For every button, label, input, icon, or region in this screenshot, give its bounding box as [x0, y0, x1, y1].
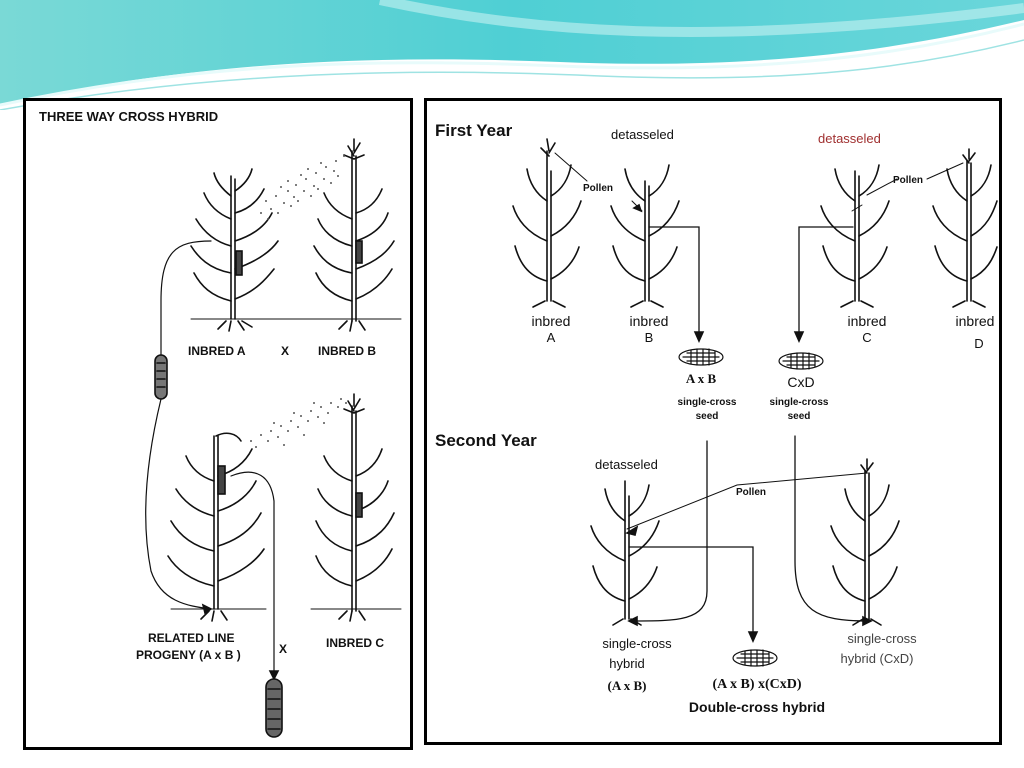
- inbred-c-letter: C: [862, 330, 872, 345]
- inbred-a-letter: A: [546, 330, 556, 345]
- first-year-heading: First Year: [435, 121, 513, 140]
- decorative-banner: [0, 0, 1024, 110]
- plant-inbred-c: [820, 164, 890, 308]
- left-panel-title: THREE WAY CROSS HYBRID: [39, 109, 219, 124]
- seed-icon-cxd: [778, 352, 824, 370]
- plant-inbred-b: [610, 164, 680, 308]
- seed-icon-axb: [678, 348, 724, 366]
- three-way-cross-illustration: [145, 138, 402, 738]
- inbred-c-label: INBRED C: [326, 636, 385, 650]
- pollen-cloud-2: [250, 398, 347, 448]
- related-line-label: RELATED LINE: [148, 631, 235, 645]
- pollen-label-3: Pollen: [736, 487, 767, 498]
- inbred-d-word: inbred: [955, 313, 995, 329]
- detasseled-label-c: detasseled: [818, 131, 881, 146]
- double-cross-illustration: [512, 138, 998, 667]
- inbred-b-label: INBRED B: [318, 344, 377, 358]
- single-cross-seed-1a: single-cross: [677, 397, 737, 408]
- pollen-label-1: Pollen: [583, 183, 614, 194]
- hybrid-axb-line1: single-cross: [602, 636, 672, 651]
- corn-plant-inbred-b: [310, 138, 402, 332]
- three-way-cross-panel: THREE WAY CROSS HYBRID INBRED A X INBRED…: [23, 98, 413, 750]
- inbred-b-letter: B: [644, 330, 654, 345]
- axb-seed-label: A x B: [685, 371, 717, 386]
- progeny-label: PROGENY (A x B ): [136, 648, 241, 662]
- double-cross-panel: First Year Second Year detasseled detass…: [424, 98, 1002, 745]
- cross-x-label: X: [281, 344, 290, 358]
- plant-inbred-a: [512, 138, 582, 308]
- hybrid-axb-line3: (A x B): [607, 678, 647, 693]
- second-year-heading: Second Year: [435, 431, 537, 450]
- hybrid-cxd-line1: single-cross: [847, 631, 917, 646]
- detasseled-label-b: detasseled: [611, 127, 674, 142]
- cxd-seed-label: CxD: [787, 374, 815, 390]
- corn-plant-inbred-a: [190, 168, 332, 332]
- inbred-a-word: inbred: [531, 313, 571, 329]
- cross-x-label-2: X: [279, 642, 288, 656]
- inbred-a-label: INBRED A: [188, 344, 246, 358]
- corn-plant-progeny: [167, 432, 267, 622]
- single-cross-seed-2b: seed: [787, 411, 811, 422]
- pollen-label-2: Pollen: [893, 175, 924, 186]
- corn-plant-inbred-c: [310, 393, 402, 622]
- single-cross-seed-2a: single-cross: [769, 397, 829, 408]
- inbred-c-word: inbred: [847, 313, 887, 329]
- plant-inbred-d: [932, 148, 998, 308]
- inbred-d-letter: D: [974, 336, 984, 351]
- double-cross-title: Double-cross hybrid: [688, 699, 826, 715]
- corn-ear-icon-1: [154, 354, 168, 400]
- inbred-b-word: inbred: [629, 313, 669, 329]
- seed-icon-double-cross: [732, 649, 778, 667]
- hybrid-cxd-line2: hybrid (CxD): [840, 651, 914, 666]
- plant-hybrid-axb: [590, 480, 660, 626]
- hybrid-axb-line2: hybrid: [609, 656, 645, 671]
- plant-hybrid-cxd: [830, 458, 900, 626]
- corn-ear-icon-2: [265, 678, 283, 738]
- single-cross-seed-1b: seed: [695, 411, 719, 422]
- pollen-cloud-1: [260, 155, 345, 220]
- double-cross-formula: (A x B) x(CxD): [712, 677, 802, 692]
- detasseled-label-axb: detasseled: [595, 457, 658, 472]
